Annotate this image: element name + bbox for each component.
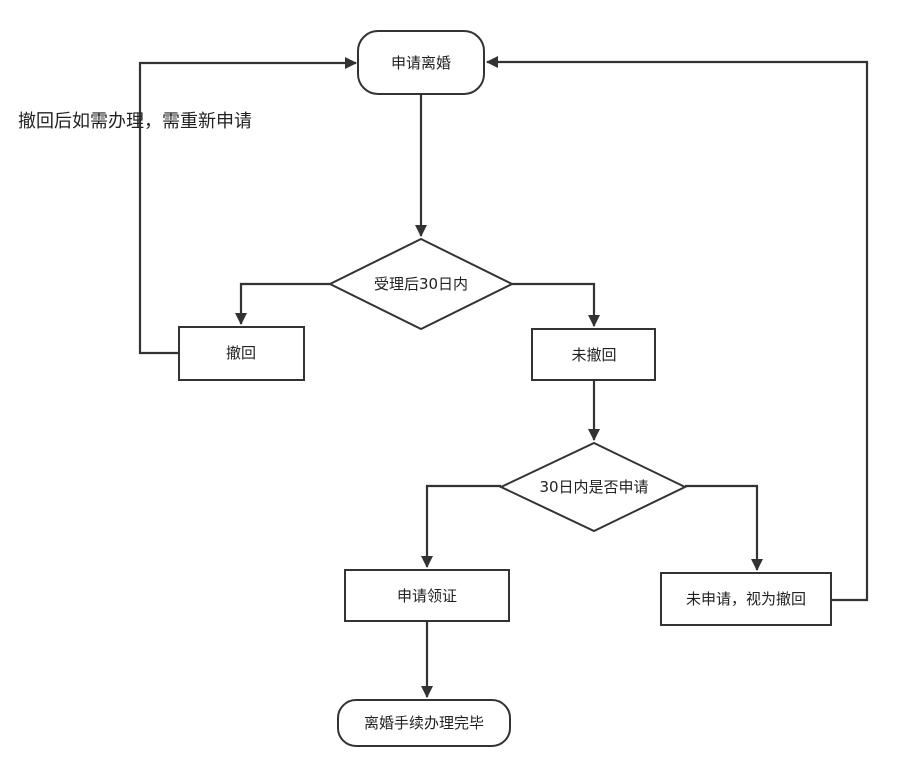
node-apply: 申请离婚 [357, 30, 485, 95]
node-label-apply: 申请离婚 [391, 54, 451, 72]
node-label-decision-apply-within-30days: 30日内是否申请 [539, 478, 648, 496]
node-label-not-applied: 未申请，视为撤回 [686, 590, 806, 608]
node-withdraw: 撤回 [178, 326, 305, 381]
edge-decision-to-not-applied [685, 484, 763, 571]
terminator-shape [337, 699, 511, 747]
terminator-shape [357, 30, 485, 95]
node-decision-30days-after-acceptance: 受理后30日内 [327, 237, 515, 331]
edge-decision-to-apply-certificate [421, 484, 501, 568]
node-not-withdrawn: 未撤回 [531, 328, 656, 381]
node-label-complete: 离婚手续办理完毕 [364, 714, 484, 732]
node-decision-apply-within-30days: 30日内是否申请 [498, 441, 688, 533]
decision-shape [327, 237, 515, 331]
node-complete: 离婚手续办理完毕 [337, 699, 511, 747]
edge-not-applied-to-apply [486, 56, 869, 602]
node-not-applied: 未申请，视为撤回 [660, 572, 832, 626]
decision-shape [498, 441, 688, 533]
edge-decision-to-withdraw [235, 282, 330, 325]
node-label-apply-certificate: 申请领证 [397, 587, 457, 605]
node-label-withdraw: 撤回 [226, 344, 256, 362]
edge-decision-to-not-withdrawn [512, 282, 600, 327]
edge-label-reapply: 撤回后如需办理，需重新申请 [18, 111, 252, 132]
edges [138, 56, 869, 698]
node-apply-certificate: 申请领证 [344, 569, 510, 622]
process-shape [178, 326, 305, 381]
node-label-not-withdrawn: 未撤回 [571, 346, 616, 364]
process-shape [344, 569, 510, 622]
edge-withdraw-to-apply [138, 57, 357, 355]
process-shape [531, 328, 656, 381]
node-label-decision-30days-after-acceptance: 受理后30日内 [374, 275, 468, 293]
process-shape [660, 572, 832, 626]
